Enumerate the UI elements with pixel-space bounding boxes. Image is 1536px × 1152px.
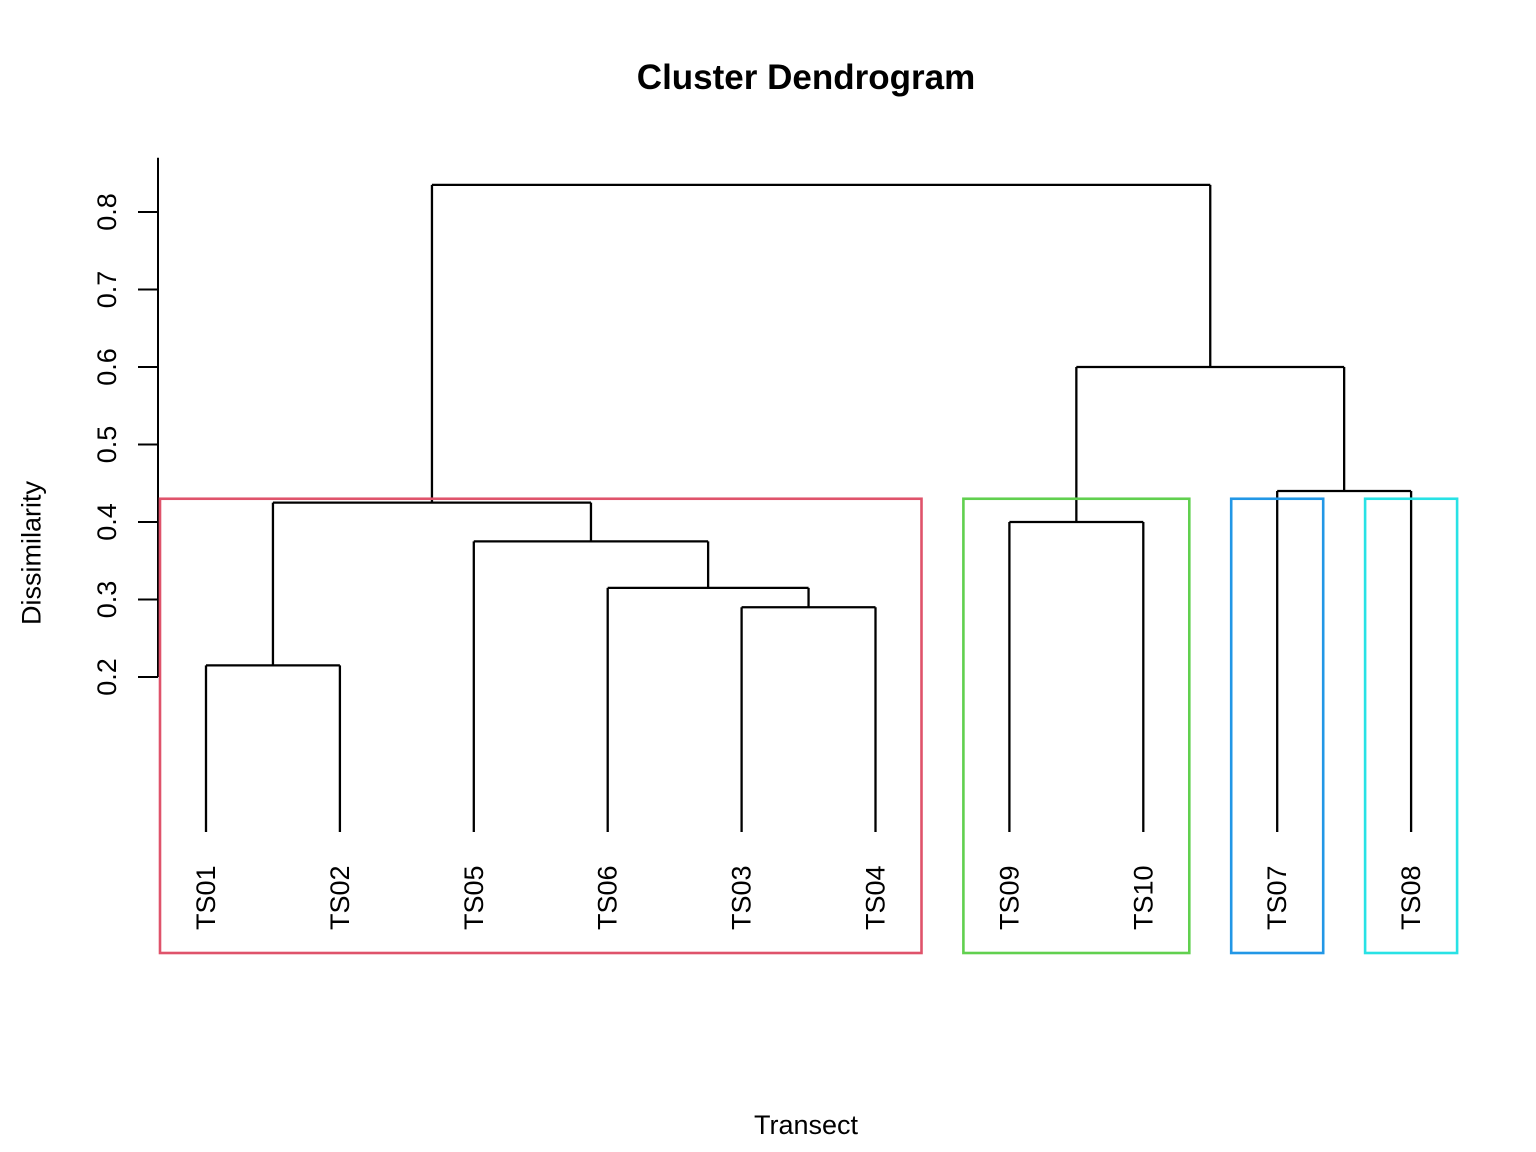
y-axis-title: Dissimilarity (16, 481, 47, 625)
leaf-label: TS08 (1396, 865, 1426, 930)
y-tick-label: 0.8 (92, 193, 122, 231)
leaf-label: TS02 (325, 865, 355, 930)
leaf-label: TS05 (459, 865, 489, 930)
leaf-label: TS01 (191, 865, 221, 930)
x-axis-title: Transect (753, 1110, 859, 1140)
y-tick-label: 0.6 (92, 348, 122, 386)
leaf-label: TS10 (1128, 865, 1158, 930)
leaf-label: TS03 (727, 865, 757, 930)
leaf-label: TS09 (994, 865, 1024, 930)
chart-title: Cluster Dendrogram (636, 58, 976, 97)
cluster-box (1363, 497, 1459, 955)
leaf-label: TS06 (593, 865, 623, 930)
y-tick-label: 0.3 (92, 581, 122, 619)
cluster-box (962, 497, 1191, 955)
y-tick-label: 0.2 (92, 658, 122, 696)
cluster-box (1229, 497, 1325, 955)
y-tick-label: 0.4 (92, 503, 122, 541)
leaf-label: TS04 (861, 865, 891, 930)
leaf-label: TS07 (1262, 865, 1292, 930)
cluster-box (158, 497, 923, 955)
y-tick-label: 0.7 (92, 271, 122, 309)
y-tick-label: 0.5 (92, 426, 122, 464)
